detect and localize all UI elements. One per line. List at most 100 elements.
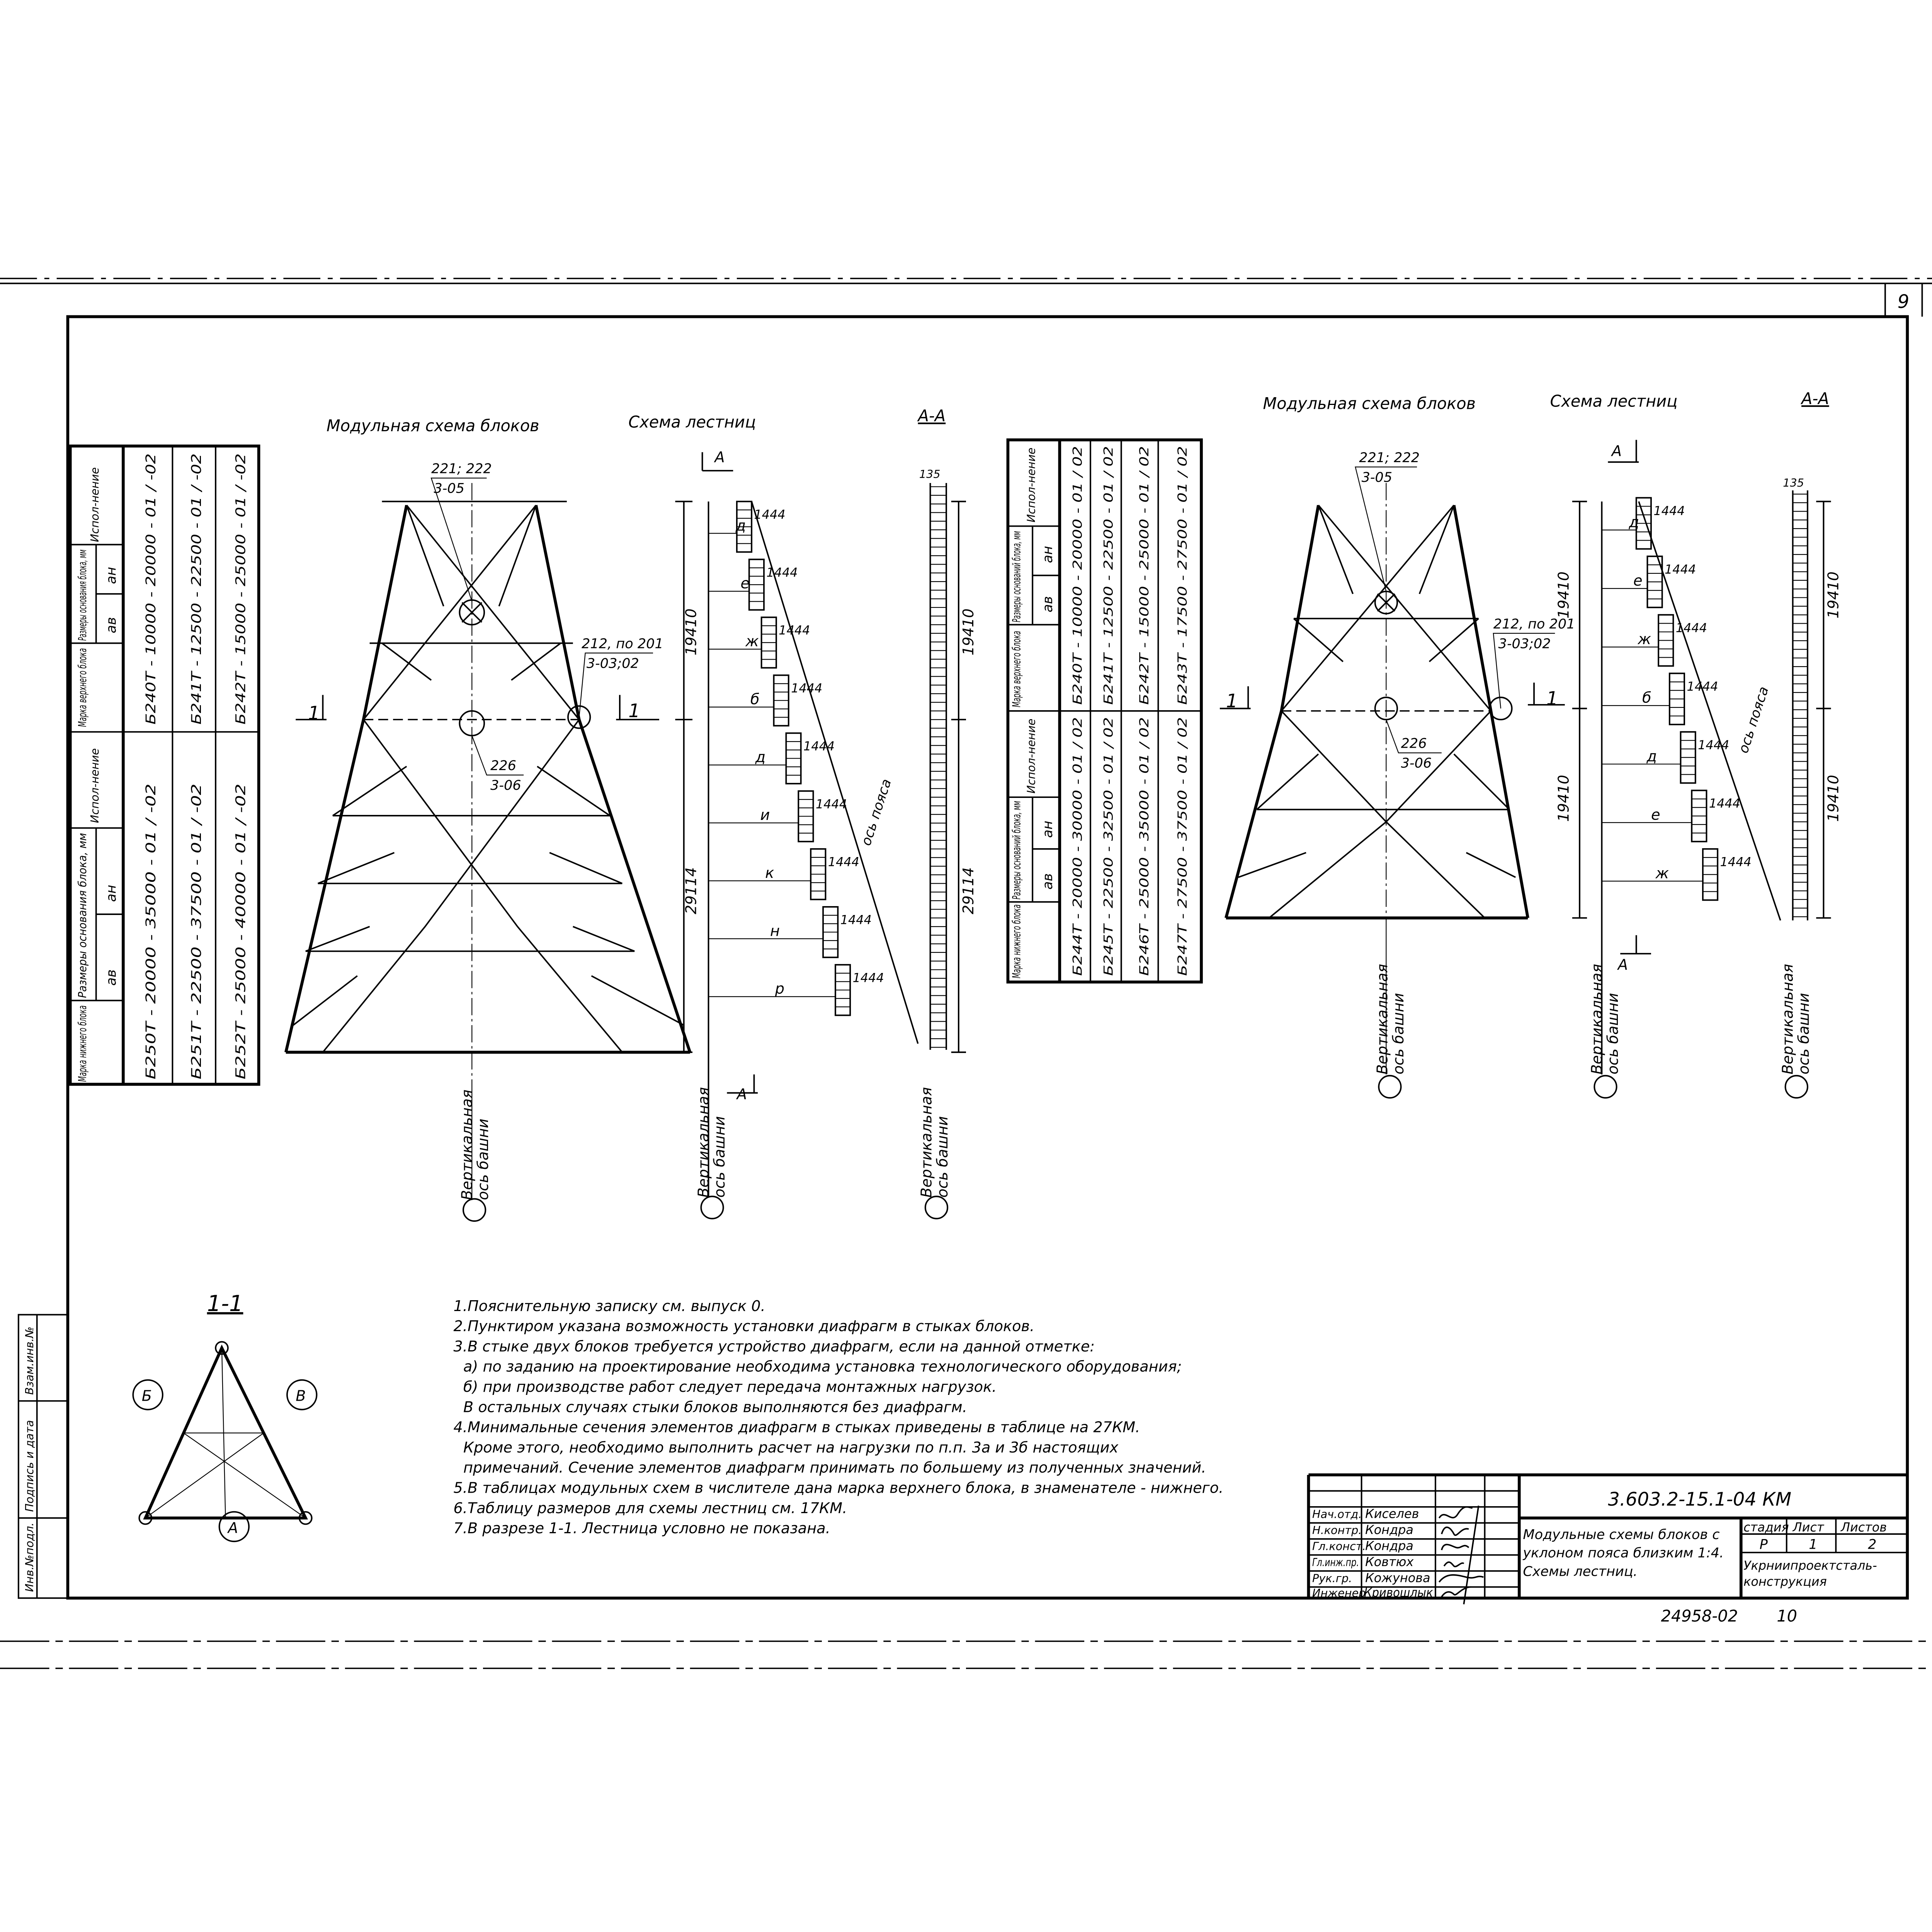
node-ref: 3-06 <box>1401 755 1432 771</box>
note-line: 7.В разрезе 1-1. Лестница условно не пок… <box>453 1520 830 1537</box>
left-title-stairs: Схема лестниц <box>628 413 756 432</box>
right-table-upper-atop: ав <box>1040 596 1056 612</box>
dimension-label: 19410 <box>683 609 700 656</box>
person-name: Киселев <box>1365 1507 1419 1521</box>
step-dimension: 1444 <box>1698 738 1729 752</box>
right-section-aa: 135 19410 19410 Вертикальная ось башни <box>1779 476 1842 1099</box>
step-dimension: 1444 <box>1665 562 1696 577</box>
signatures <box>1438 1505 1484 1605</box>
section-letter: А <box>713 449 724 466</box>
right-table-upper-abottom: ан <box>1040 546 1056 563</box>
stamp-label-inv: Инв.№подл. <box>23 1522 36 1592</box>
note-line: 2.Пунктиром указана возможность установк… <box>453 1318 1034 1335</box>
archive-number: 24958-02 <box>1661 1607 1738 1625</box>
step-dimension: 1444 <box>1709 796 1740 811</box>
step-dimension: 1444 <box>816 797 847 811</box>
right-stairs-scheme: А А ось пояса Вертикальная ось башни д14… <box>1588 440 1781 1099</box>
node-ref: 3-03;02 <box>1498 636 1551 651</box>
stamp-label-signature: Подпись и дата <box>23 1420 36 1512</box>
axis-label: ось башни <box>1795 993 1813 1075</box>
axis-label: ось башни <box>711 1116 728 1197</box>
note-line: В остальных случаях стыки блоков выполня… <box>463 1398 967 1416</box>
left-modules-table: Марка верхнего блока Размеры основания б… <box>68 444 260 1086</box>
right-table-upper-mark-header: Марка верхнего блока <box>1010 631 1023 707</box>
right-table-lower-mark-header: Марка нижнего блока <box>1010 905 1023 978</box>
node-label: 212, по 201 <box>582 636 663 651</box>
landing-letter: б <box>750 690 760 708</box>
node-label: 212, по 201 <box>1493 616 1575 632</box>
organization-name: конструкция <box>1743 1574 1827 1589</box>
dimension-label: 19410 <box>1825 571 1842 619</box>
right-table-upper-row: Б241Т - 12500 - 22500 - 01 / 02 <box>1101 446 1116 705</box>
axis-label: ось башни <box>934 1116 951 1197</box>
right-table-upper-row: Б242Т - 15000 - 25000 - 01 / 02 <box>1137 446 1151 705</box>
node-circle <box>567 705 591 729</box>
axis-label: Вертикальная <box>695 1087 713 1197</box>
left-title-section: А-А <box>917 407 946 425</box>
step-dimension: 1444 <box>779 623 810 638</box>
landing-letter: р <box>775 980 784 998</box>
sheet-number: 9 <box>1898 291 1909 313</box>
dimension-label: 19410 <box>960 609 977 656</box>
step-dimension: 1444 <box>1653 503 1685 518</box>
section-letter: А <box>736 1085 747 1103</box>
node-ref: 3-06 <box>490 777 521 793</box>
right-table-upper-row: Б243Т - 17500 - 27500 - 01 / 02 <box>1175 446 1190 705</box>
step-dimension: 1444 <box>1720 855 1752 869</box>
axis-label: Вертикальная <box>458 1090 476 1200</box>
role-label: Нач.отд. <box>1312 1508 1362 1521</box>
archive-page: 10 <box>1777 1607 1797 1625</box>
left-table-lower-row: Б252Т - 25000 - 40000 - 01 / -02 <box>233 784 249 1079</box>
dimension-label: 29114 <box>683 867 700 914</box>
left-section-aa: 135 19410 29114 Вертикальная ось башни <box>918 468 977 1219</box>
person-name: Кондра <box>1365 1522 1413 1537</box>
section-mark: 1 <box>628 701 640 722</box>
person-name: Кривошлык <box>1364 1585 1433 1600</box>
sheet-label: Лист <box>1793 1520 1825 1535</box>
axis-label: Вертикальная <box>1779 964 1797 1074</box>
right-table-lower-row: Б244Т - 20000 - 30000 - 01 / 02 <box>1070 717 1085 976</box>
right-modules-table: Марка верхнего блока Размеры оснований б… <box>1006 438 1203 984</box>
right-tower-scheme: 221; 222 3-05 212, по 201 3-03;02 226 3-… <box>1219 450 1587 1099</box>
right-table-lower-sizes-header: Размеры оснований блока, мм <box>1010 801 1023 900</box>
step-dimension: 1444 <box>1687 679 1718 694</box>
section-letter: А <box>1617 956 1628 974</box>
landing-letter: ж <box>745 633 759 650</box>
right-table-lower-row: Б247Т - 27500 - 37500 - 01 / 02 <box>1175 717 1190 976</box>
left-table-upper-abottom: ан <box>104 567 119 584</box>
left-tower-scheme: 221; 222 3-05 212, по 201 3-03;02 226 3-… <box>284 461 700 1222</box>
note-line: Кроме этого, необходимо выполнить расчет… <box>463 1439 1119 1456</box>
note-line: 6.Таблицу размеров для схемы лестниц см.… <box>453 1500 847 1517</box>
node-label: 221; 222 <box>431 461 492 476</box>
drawing-title-line: уклоном пояса близким 1:4. <box>1522 1545 1724 1561</box>
dimension-label: 19410 <box>1555 775 1572 822</box>
step-dimension: 1444 <box>766 565 798 580</box>
section-letter: А <box>1611 442 1622 460</box>
note-line: 5.В таблицах модульных схем в числителе … <box>453 1480 1223 1497</box>
node-ref: 3-05 <box>1362 469 1393 485</box>
step-dimension: 1444 <box>791 681 822 696</box>
right-title-stairs: Схема лестниц <box>1550 392 1677 410</box>
section-mark: 1 <box>308 703 320 724</box>
left-table-upper-atop: ав <box>104 617 119 633</box>
approval-stamp-strip: Инв.№подл. Подпись и дата Взам.инв.№ <box>17 1314 69 1599</box>
right-title-blocks: Модульная схема блоков <box>1263 395 1476 413</box>
person-name: Ковтюх <box>1365 1554 1414 1569</box>
step-dimension: 1444 <box>1676 621 1707 635</box>
note-line: а) по заданию на проектирование необходи… <box>463 1358 1182 1376</box>
dimension-label: 29114 <box>960 867 977 914</box>
left-table-upper-mark-header: Марка верхнего блока <box>76 648 89 727</box>
axis-label: Вертикальная <box>918 1087 935 1197</box>
role-label: Рук.гр. <box>1312 1571 1352 1585</box>
sheets-value: 2 <box>1868 1536 1876 1552</box>
sheet-frame <box>0 277 1932 1669</box>
node-label: 221; 222 <box>1359 450 1420 466</box>
right-table-lower-row: Б245Т - 22500 - 32500 - 01 / 02 <box>1101 717 1116 976</box>
role-label: Инженер <box>1312 1587 1366 1600</box>
right-table-upper-variant-header: Испол-нение <box>1025 447 1038 522</box>
general-notes: 1.Пояснительную записку см. выпуск 0.2.П… <box>453 1298 1223 1537</box>
organization-name: Укрниипроектсталь- <box>1743 1558 1877 1573</box>
left-title-blocks: Модульная схема блоков <box>327 417 539 435</box>
dimension-label: 19410 <box>1825 775 1842 822</box>
